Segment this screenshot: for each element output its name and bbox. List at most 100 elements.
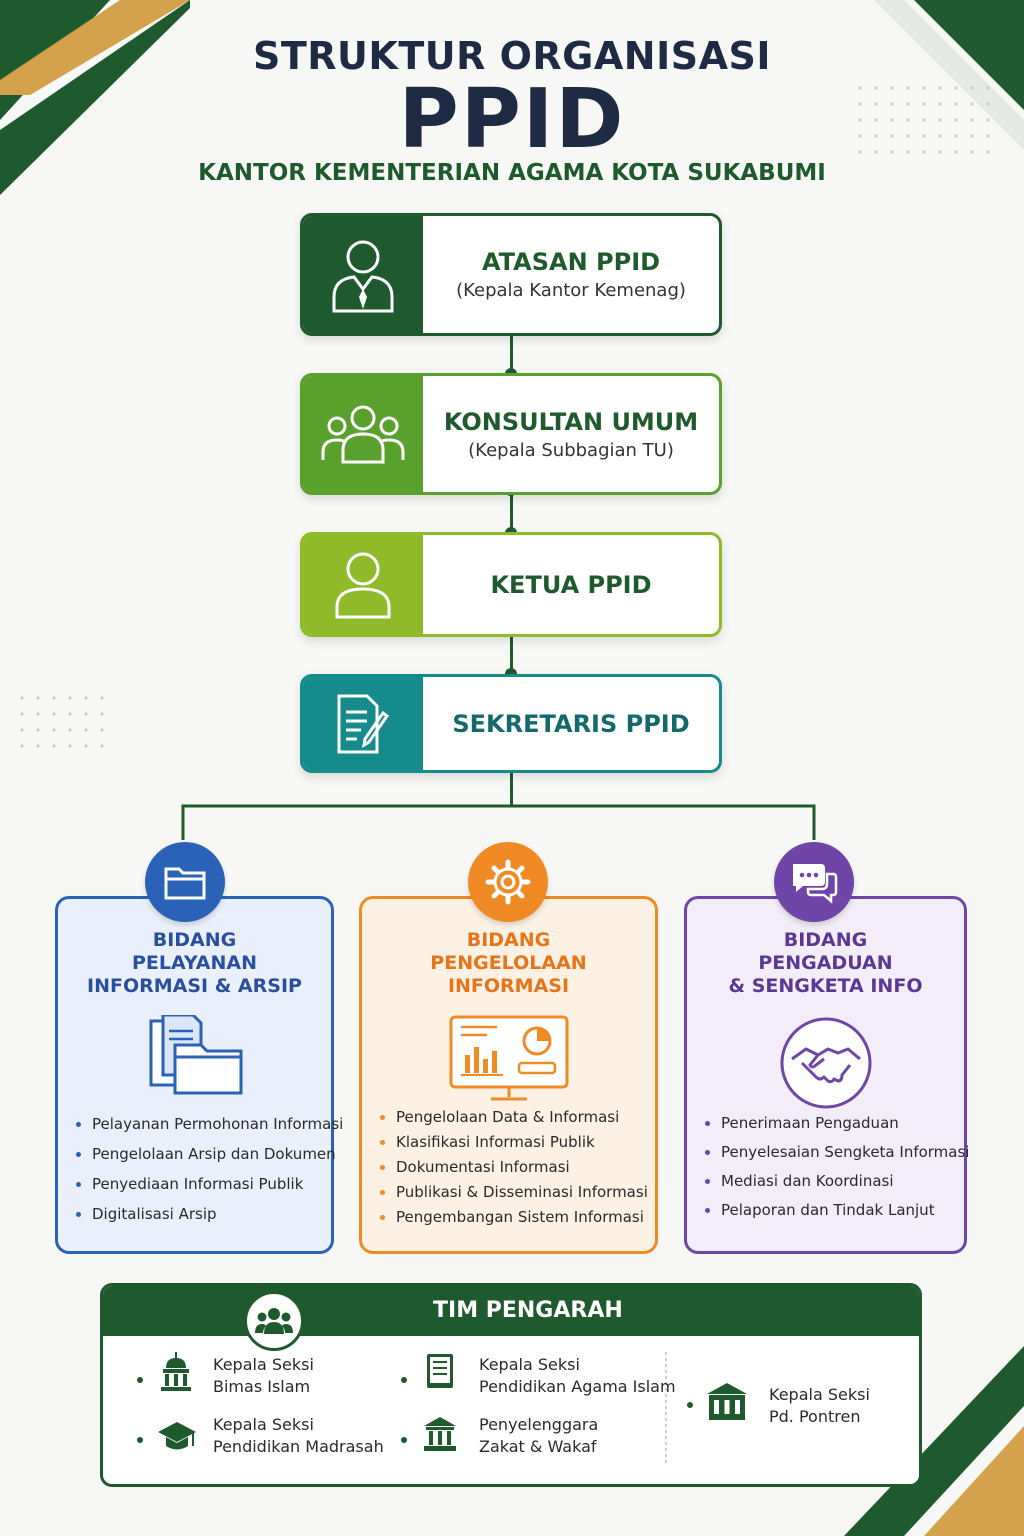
bullet [687,1402,693,1408]
member-line-1: Kepala Seksi [213,1355,314,1374]
list-item: Pengelolaan Data & Informasi [380,1105,649,1130]
list-item-text: Klasifikasi Informasi Publik [396,1133,595,1151]
box-subtitle: (Kepala Kantor Kemenag) [456,280,686,301]
bidang-pengelolaan-badge [468,842,548,922]
list-item-text: Pelaporan dan Tindak Lanjut [721,1201,935,1219]
folder-icon [164,867,206,900]
list-item: Penerimaan Pengaduan [705,1109,958,1138]
member-line-1: Kepala Seksi [213,1415,314,1434]
building-icon [707,1383,747,1420]
list-item: Pelaporan dan Tindak Lanjut [705,1196,958,1225]
card-illustration [58,1015,331,1095]
handshake-icon [780,1017,871,1109]
book-icon [427,1354,453,1388]
list-item-text: Penyediaan Informasi Publik [92,1175,304,1193]
tim-member: Kepala Seksi Bimas Islam [213,1354,314,1398]
ketua-icon-panel [303,535,423,634]
document-pen-icon [337,694,390,753]
tim-member: Kepala Seksi Pendidikan Agama Islam [479,1354,676,1398]
card-title-line: BIDANG [466,929,551,951]
institution-icon [424,1417,456,1451]
mosque-icon [161,1352,191,1391]
list-item-text: Digitalisasi Arsip [92,1205,217,1223]
tim-pengarah-header [103,1286,919,1336]
card-list: Pelayanan Permohonan Informasi Pengelola… [76,1109,343,1229]
bidang-pengaduan-badge [774,842,854,922]
left-dot-pattern [14,690,104,750]
bidang-pelayanan-card: BIDANG PELAYANAN INFORMASI & ARSIP Pelay… [55,896,343,1254]
list-item: Klasifikasi Informasi Publik [380,1130,649,1155]
tim-member: Kepala Seksi Pd. Pontren [769,1384,870,1428]
list-item: Dokumentasi Informasi [380,1155,649,1180]
member-line-2: Zakat & Wakaf [479,1437,597,1456]
tim-member: Penyelenggara Zakat & Wakaf [479,1414,598,1458]
ketua-ppid-box: KETUA PPID [300,532,722,637]
documents-folder-icon [149,1015,242,1095]
member-line-1: Kepala Seksi [479,1355,580,1374]
bullet [137,1377,143,1383]
konsultan-umum-box: KONSULTAN UMUM (Kepala Subbagian TU) [300,373,722,495]
list-item: Pelayanan Permohonan Informasi [76,1109,343,1139]
atasan-ppid-box: ATASAN PPID (Kepala Kantor Kemenag) [300,213,722,336]
list-item: Pengelolaan Arsip dan Dokumen [76,1139,336,1169]
list-item-text: Pengembangan Sistem Informasi [396,1208,644,1226]
connector-line [510,489,513,533]
tim-pengarah-badge [244,1291,304,1351]
top-right-dot-pattern [852,80,1002,160]
member-line-2: Pd. Pontren [769,1407,861,1426]
list-item-text: Mediasi dan Koordinasi [721,1172,894,1190]
list-item: Publikasi & Disseminasi Informasi [380,1180,649,1205]
header-line-1: STRUKTUR ORGANISASI [252,34,771,78]
list-item-text: Publikasi & Disseminasi Informasi [396,1183,648,1201]
list-item: Pengembangan Sistem Informasi [380,1205,649,1230]
atasan-icon-panel [303,216,423,333]
header-title: PPID [398,72,626,167]
bidang-pengelolaan-card: BIDANG PENGELOLAAN INFORMASI Pengelolaan… [359,896,658,1254]
konsultan-icon-panel [303,376,423,492]
card-title: BIDANG PENGADUAN & SENGKETA INFO [687,929,964,998]
tim-pengarah-title: TIM PENGARAH [433,1298,623,1323]
header-subtitle: KANTOR KEMENTERIAN AGAMA KOTA SUKABUMI [198,160,826,186]
card-title-line: PENGADUAN [758,952,893,974]
group-people-icon [321,405,405,464]
box-title: ATASAN PPID [481,248,661,276]
member-line-2: Pendidikan Agama Islam [479,1377,676,1396]
member-line-1: Penyelenggara [479,1415,599,1434]
graduation-cap-icon [158,1422,196,1450]
card-list: Penerimaan Pengaduan Penyelesaian Sengke… [705,1109,969,1225]
card-title-line: PELAYANAN [131,952,258,974]
sekretaris-ppid-box: SEKRETARIS PPID [300,674,722,773]
bidang-pengaduan-card: BIDANG PENGADUAN & SENGKETA INFO Penerim… [684,896,969,1254]
top-left-corner-decoration [0,0,190,195]
list-item: Digitalisasi Arsip [76,1199,325,1229]
card-title: BIDANG PENGELOLAAN INFORMASI [362,929,655,998]
connector-line [510,330,513,374]
card-title-line: INFORMASI & ARSIP [87,975,302,997]
gear-icon [485,859,531,905]
list-item-text: Pengelolaan Data & Informasi [396,1108,620,1126]
tim-pengarah-panel: TIM PENGARAH Kepala Seksi Bimas Islam Ke… [100,1283,922,1487]
bullet [137,1437,143,1443]
member-line-2: Pendidikan Madrasah [213,1437,384,1456]
list-item-text: Penerimaan Pengaduan [721,1114,899,1132]
chat-bubbles-icon [793,864,838,904]
list-item-text: Pelayanan Permohonan Informasi [92,1115,344,1133]
box-subtitle: (Kepala Subbagian TU) [468,439,674,461]
bullet [401,1377,407,1383]
monitor-charts-icon [449,1015,568,1101]
person-icon [335,552,391,618]
card-title-line: INFORMASI [447,975,570,997]
card-title-line: BIDANG [783,929,868,951]
list-item-text: Penyelesaian Sengketa Informasi [721,1143,970,1161]
member-line-1: Kepala Seksi [769,1385,870,1404]
card-list: Pengelolaan Data & Informasi Klasifikasi… [380,1105,649,1230]
list-item: Penyediaan Informasi Publik [76,1169,325,1199]
card-title-line: PENGELOLAAN [430,952,587,974]
bidang-pelayanan-badge [145,842,225,922]
list-item: Mediasi dan Koordinasi [705,1167,958,1196]
card-illustration [362,1015,655,1105]
divider [665,1352,667,1464]
connector-line [510,767,513,807]
card-illustration [687,1015,964,1111]
list-item: Penyelesaian Sengketa Informasi [705,1138,969,1167]
